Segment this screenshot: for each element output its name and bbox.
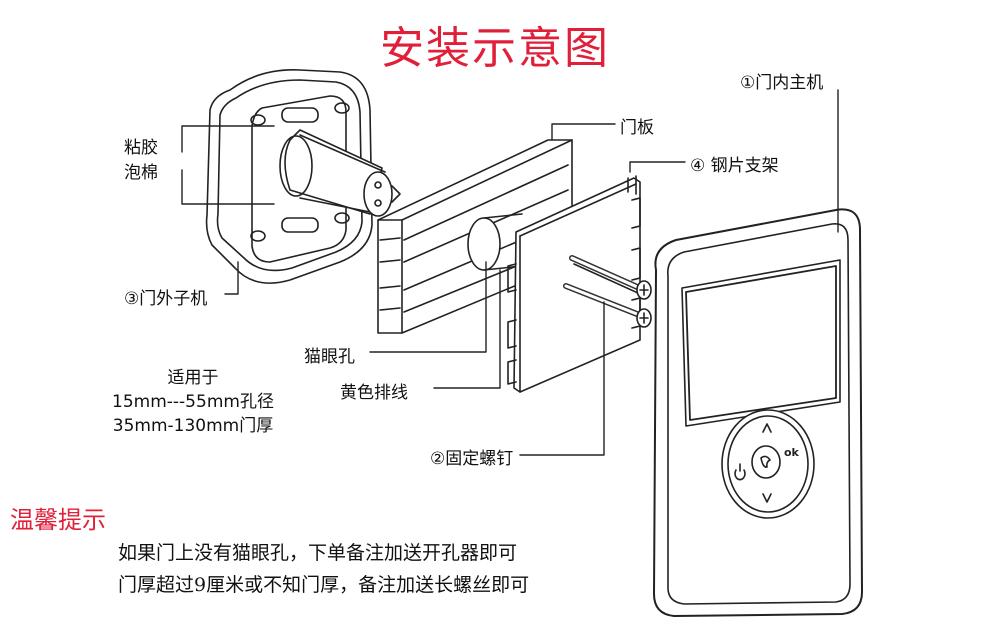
label-steel-bracket: ④ 钢片支架 bbox=[690, 156, 779, 176]
label-door-panel: 门板 bbox=[620, 118, 654, 138]
ok-button-text: ok bbox=[784, 446, 800, 459]
label-peephole: 猫眼孔 bbox=[304, 347, 355, 367]
label-fixing-screw: ②固定螺钉 bbox=[430, 449, 514, 469]
diagram-title: 安装示意图 bbox=[380, 23, 610, 74]
call-icon bbox=[760, 455, 771, 468]
outdoor-unit-drawing bbox=[205, 69, 401, 284]
tips-title: 温馨提示 bbox=[10, 506, 106, 534]
fixing-screws-drawing bbox=[563, 255, 652, 328]
label-indoor-unit: ①门内主机 bbox=[740, 73, 824, 93]
leader-lines bbox=[181, 89, 839, 456]
label-adhesive-foam-line2: 泡棉 bbox=[124, 163, 158, 183]
up-arrow-icon bbox=[762, 423, 772, 433]
applicability-line3: 35mm-130mm门厚 bbox=[112, 416, 274, 436]
label-adhesive-foam-line1: 粘胶 bbox=[124, 138, 158, 158]
tips-line2: 门厚超过9厘米或不知门厚，备注加送长螺丝即可 bbox=[118, 574, 530, 596]
steel-bracket-drawing bbox=[507, 175, 641, 393]
applicability-note: 适用于 15mm---55mm孔径 35mm-130mm门厚 bbox=[108, 366, 278, 438]
applicability-line2: 15mm---55mm孔径 bbox=[112, 392, 274, 412]
down-arrow-icon bbox=[762, 493, 772, 503]
power-icon bbox=[734, 463, 746, 481]
label-outdoor-unit: ③门外子机 bbox=[124, 289, 208, 309]
label-yellow-cable: 黄色排线 bbox=[340, 383, 408, 403]
indoor-unit-drawing bbox=[653, 208, 863, 617]
tips-line1: 如果门上没有猫眼孔，下单备注加送开孔器即可 bbox=[118, 542, 518, 564]
applicability-line1: 适用于 bbox=[167, 368, 219, 388]
label-adhesive-foam: 粘胶 泡棉 bbox=[124, 136, 158, 186]
